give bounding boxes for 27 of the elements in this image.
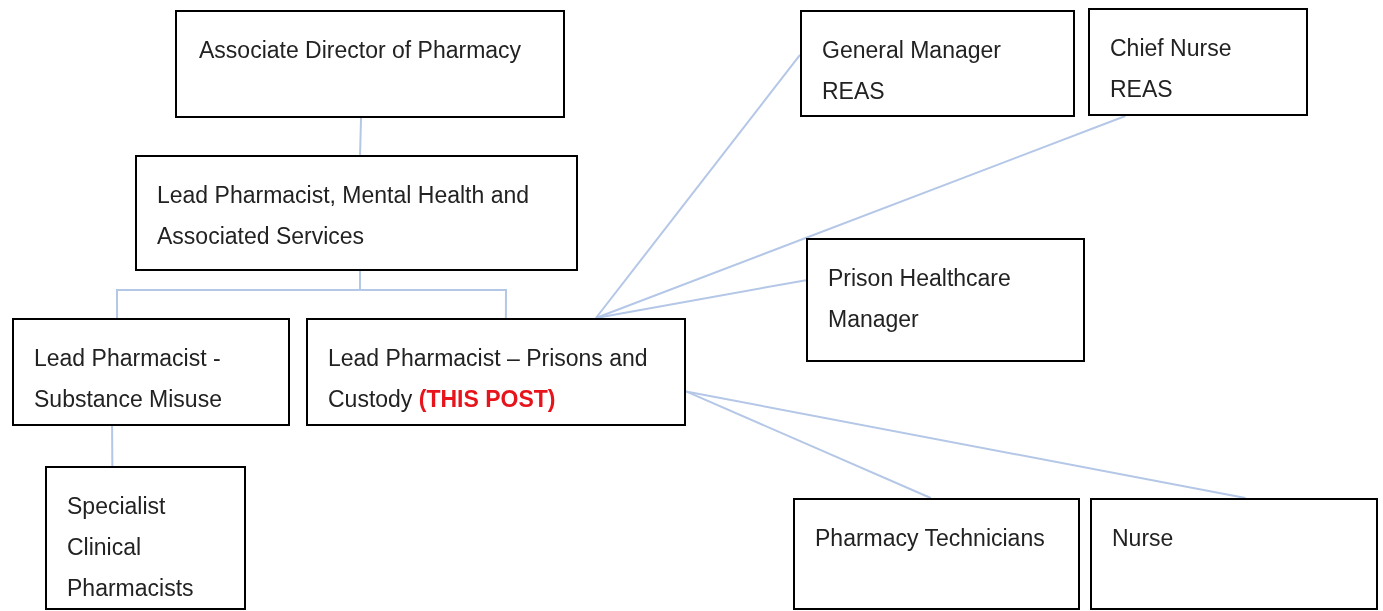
role-title: Pharmacy Technicians [815,524,1046,553]
role-title: Chief Nurse REAS [1110,34,1233,104]
connector-line [111,425,114,467]
role-box [793,498,1080,610]
role-title: Specialist Clinical Pharmacists [67,492,195,603]
role-box [806,238,1085,362]
connector-line [685,390,932,499]
role-box [135,155,578,271]
role-box [175,10,565,118]
role-title: General Manager REAS [822,36,1002,106]
role-title: Lead Pharmacist – Prisons and Custody (THIS POST) [328,344,649,414]
role-box [1088,8,1308,116]
connector-line [359,270,507,319]
role-title: Lead Pharmacist - Substance Misuse [34,344,223,414]
connector-line [359,117,363,156]
role-box [306,318,686,426]
connector-line [594,115,1127,319]
role-title: Associate Director of Pharmacy [199,36,523,65]
role-box [1090,498,1378,610]
role-title: Lead Pharmacist, Mental Health and Associated Services [157,181,531,251]
role-box [12,318,290,426]
connector-line [594,53,801,319]
role-title: Nurse [1112,524,1175,553]
role-box [800,10,1075,117]
role-box [45,466,246,610]
role-title: Prison Healthcare Manager [828,264,1012,334]
connector-line [685,390,1247,499]
